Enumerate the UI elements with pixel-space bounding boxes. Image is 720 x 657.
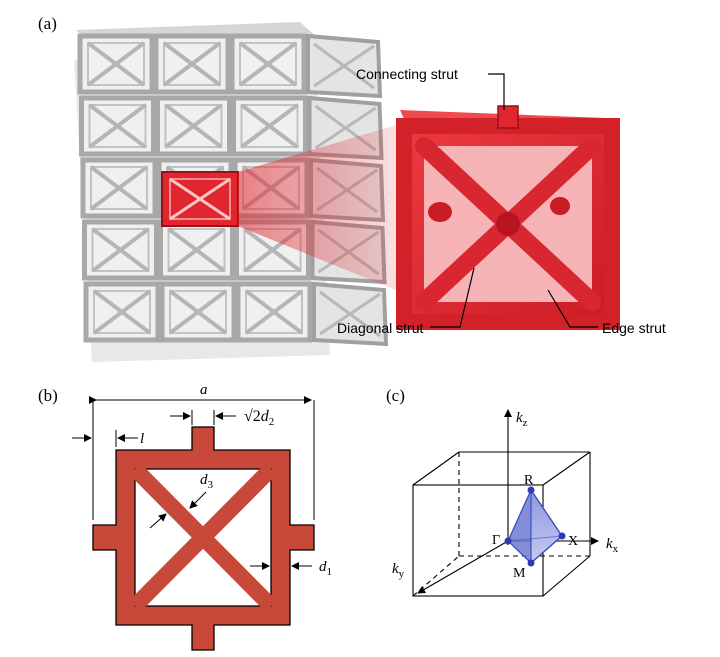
panel-c-label: (c) — [386, 386, 405, 405]
lattice-cell — [231, 95, 308, 157]
point-Gamma — [504, 537, 512, 545]
dim-sqrt2d2-label: √2d2 — [244, 408, 274, 428]
label-M: M — [513, 566, 526, 581]
lattice-cell — [158, 219, 235, 281]
lattice-cell — [77, 33, 155, 95]
lattice-side-cell — [306, 33, 383, 99]
irreducible-zone — [504, 486, 566, 567]
zoomed-unit-cell — [396, 105, 620, 330]
ky-symbol: k — [392, 561, 399, 577]
lattice-cell — [82, 219, 159, 281]
highlighted-cell — [161, 171, 239, 227]
d1-symbol: d — [319, 559, 327, 575]
label-R: R — [524, 473, 534, 488]
lattice-cell — [83, 281, 161, 343]
lattice-cell — [79, 95, 156, 157]
d3-symbol: d — [200, 472, 208, 488]
k-axes — [417, 409, 599, 594]
kz-symbol: k — [516, 410, 523, 426]
dim-l-label: l — [140, 431, 144, 447]
lattice-cell — [153, 33, 231, 95]
lattice-illustration — [74, 22, 389, 362]
point-M — [527, 559, 535, 567]
diagonal-strut-leader — [430, 267, 475, 328]
edge-strut-label: Edge strut — [602, 320, 666, 336]
lattice-cell — [155, 95, 232, 157]
kx-symbol: k — [606, 536, 613, 552]
dim-a-label: a — [200, 382, 208, 398]
d1-subscript: 1 — [327, 566, 333, 578]
kx-subscript: x — [613, 543, 619, 555]
ky-label: ky — [392, 561, 405, 580]
lattice-side-cell — [312, 281, 389, 347]
connecting-strut-label: Connecting strut — [356, 66, 458, 82]
dim-d1-label: d1 — [319, 559, 332, 578]
ky-subscript: y — [399, 568, 405, 580]
lattice-cell — [229, 33, 307, 95]
label-X: X — [568, 534, 578, 549]
diagonal-strut-label: Diagonal strut — [337, 320, 423, 336]
kz-label: kz — [516, 410, 528, 429]
kx-label: kx — [606, 536, 619, 555]
brillouin-zone-cube — [412, 451, 591, 597]
dimension-lines — [72, 396, 315, 570]
point-R — [527, 486, 535, 494]
cross-section-shape — [92, 426, 315, 651]
d2-subscript: 2 — [269, 416, 275, 428]
lattice-cell — [159, 281, 237, 343]
point-X — [558, 532, 566, 540]
edge-strut-leader — [547, 289, 598, 328]
lattice-cell — [235, 281, 313, 343]
dim-d3-label: d3 — [200, 472, 214, 491]
label-Gamma: Γ — [492, 533, 500, 548]
connecting-strut-leader — [488, 73, 505, 110]
zoom-beam — [238, 118, 420, 300]
kz-subscript: z — [523, 417, 528, 429]
panel-a-label: (a) — [38, 14, 57, 33]
d-symbol: d — [261, 408, 270, 425]
panel-b-label: (b) — [38, 386, 58, 405]
sqrt2-symbol: √2 — [244, 408, 261, 425]
lattice-cell — [80, 157, 158, 219]
d3-subscript: 3 — [208, 479, 214, 491]
